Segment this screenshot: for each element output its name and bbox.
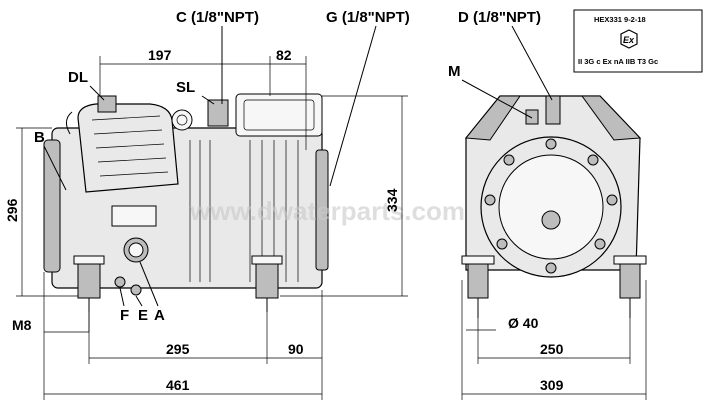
cylinder-head xyxy=(77,103,179,193)
shaft xyxy=(541,210,561,230)
foot-left xyxy=(77,261,101,299)
dim-296: 296 xyxy=(4,198,20,222)
dim-461: 461 xyxy=(166,377,190,393)
label-dl: DL xyxy=(68,69,88,86)
end-view xyxy=(461,95,647,318)
terminal-box xyxy=(235,93,323,137)
cooling-fins xyxy=(189,140,299,282)
cert-code: HEX331 9-2-18 xyxy=(594,15,646,24)
label-b: B xyxy=(34,129,45,146)
label-a: A xyxy=(154,307,165,324)
d-valve xyxy=(545,95,561,125)
dim-334: 334 xyxy=(384,188,400,212)
dim-197: 197 xyxy=(148,47,172,63)
label-d: D (1/8"NPT) xyxy=(458,9,541,26)
label-e: E xyxy=(138,307,148,324)
side-view xyxy=(43,93,329,312)
dim-250: 250 xyxy=(540,341,564,357)
atex-hexagon-icon: Ex xyxy=(620,29,638,49)
dim-82: 82 xyxy=(276,47,292,63)
dl-valve xyxy=(97,95,117,113)
dim-m8: M8 xyxy=(12,317,32,333)
label-g: G (1/8"NPT) xyxy=(326,9,410,26)
label-f: F xyxy=(120,307,129,324)
foot-right xyxy=(255,261,279,299)
dim-90: 90 xyxy=(288,341,304,357)
label-c: C (1/8"NPT) xyxy=(176,9,259,26)
dim-phi40: Ø 40 xyxy=(508,315,539,331)
dim-309: 309 xyxy=(540,377,564,393)
watermark: www.dwaterparts.com xyxy=(189,196,465,226)
dim-295: 295 xyxy=(166,341,190,357)
label-sl: SL xyxy=(176,79,195,96)
certification-box: HEX331 9-2-18 Ex II 3G c Ex nA IIB T3 Gc xyxy=(573,9,703,73)
end-plate xyxy=(43,139,61,273)
svg-text:Ex: Ex xyxy=(623,35,635,45)
label-m: M xyxy=(448,63,461,80)
flange-bolts xyxy=(484,138,618,274)
cert-marking: II 3G c Ex nA IIB T3 Gc xyxy=(578,57,658,66)
sl-valve xyxy=(207,99,229,127)
